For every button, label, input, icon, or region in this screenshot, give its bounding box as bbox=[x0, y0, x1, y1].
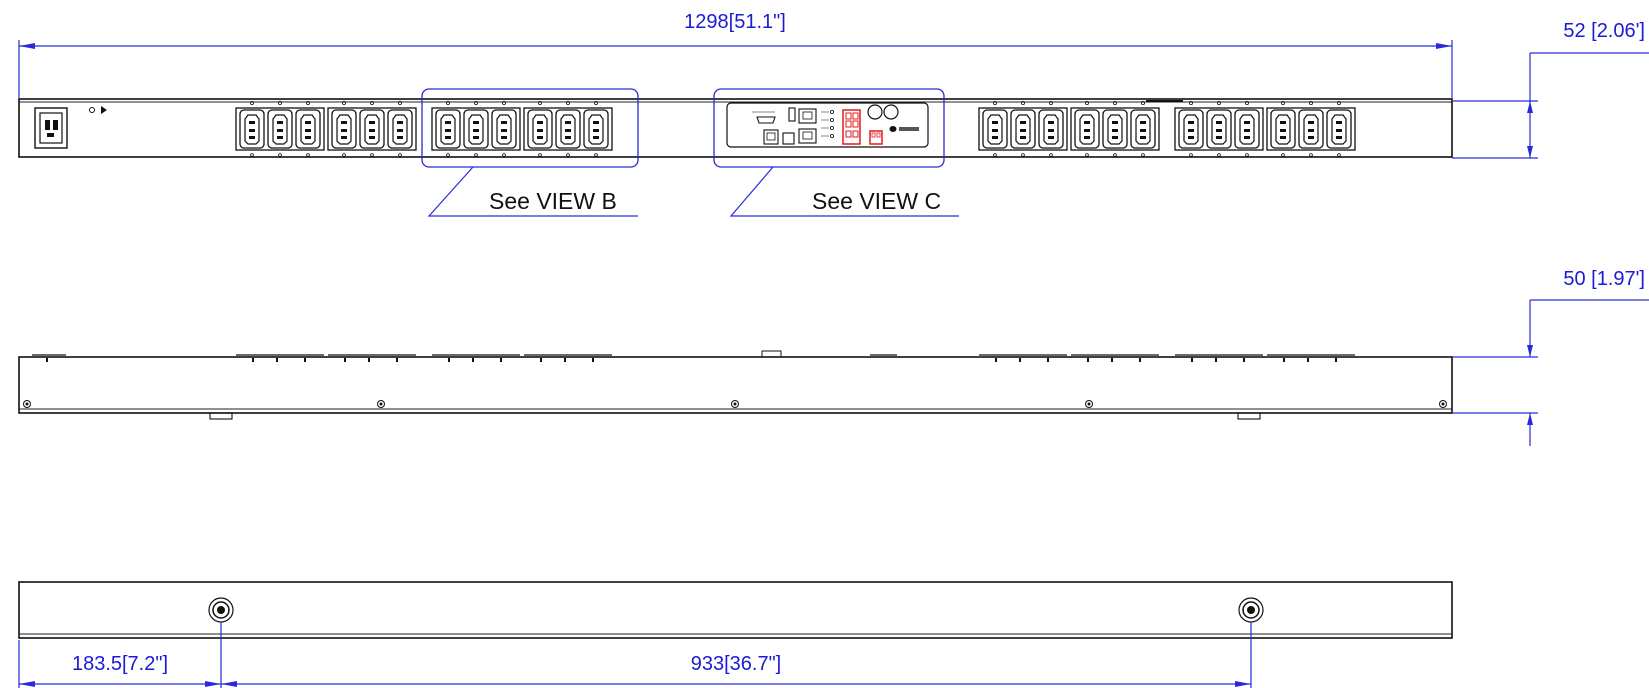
mount-offset-label: 183.5[7.2"] bbox=[72, 653, 168, 675]
front-height-dimension: 52 [2.06'] bbox=[1452, 20, 1649, 159]
feature-port-icon bbox=[798, 128, 817, 144]
side-screw-icons bbox=[23, 400, 1447, 408]
breaker-buttons-icon bbox=[867, 104, 899, 120]
front-view bbox=[18, 98, 1453, 158]
brand-logo-icon bbox=[889, 126, 919, 132]
status-leds-icon bbox=[821, 110, 835, 138]
side-height-dimension: 50 [1.97'] bbox=[1452, 268, 1649, 446]
power-inlet-icon bbox=[34, 107, 68, 149]
mounting-button-right-icon bbox=[1238, 597, 1264, 623]
front-height-label: 52 [2.06'] bbox=[1563, 20, 1645, 42]
outlet-group-4 bbox=[524, 101, 612, 156]
outlet-group-1 bbox=[236, 101, 324, 156]
outlet-group-6 bbox=[1071, 101, 1159, 156]
mount-spacing-label: 933[36.7"] bbox=[691, 653, 782, 675]
sensor-port-icon bbox=[763, 129, 779, 145]
led-display-icon bbox=[842, 109, 883, 145]
outlet-group-7 bbox=[1175, 101, 1263, 156]
mount-offset-dimension: 183.5[7.2"] bbox=[18, 622, 222, 688]
serial-port-icon bbox=[752, 111, 776, 124]
back-view bbox=[18, 581, 1453, 639]
usb-b-port-icon bbox=[782, 132, 795, 145]
outlet-group-2 bbox=[328, 101, 416, 156]
outlet-group-3 bbox=[432, 101, 520, 156]
overall-length-dimension: 1298[51.1"] bbox=[18, 11, 1453, 98]
controller-panel bbox=[726, 102, 929, 148]
view-b-label: See VIEW B bbox=[489, 188, 617, 214]
view-b-callout: See VIEW B bbox=[421, 88, 639, 217]
ground-symbol-icon bbox=[89, 106, 107, 114]
overall-length-label: 1298[51.1"] bbox=[684, 11, 786, 33]
mounting-button-left-icon bbox=[208, 597, 234, 623]
view-c-label: See VIEW C bbox=[812, 188, 941, 214]
outlet-group-5 bbox=[979, 101, 1067, 156]
mount-spacing-dimension: 933[36.7"] bbox=[221, 622, 1252, 688]
outlet-group-8 bbox=[1267, 101, 1355, 156]
side-height-label: 50 [1.97'] bbox=[1563, 268, 1645, 290]
ethernet-port-icon bbox=[798, 108, 817, 124]
view-c-callout: See VIEW C bbox=[713, 88, 959, 217]
side-view bbox=[18, 350, 1453, 420]
usb-port-icon bbox=[788, 107, 796, 122]
